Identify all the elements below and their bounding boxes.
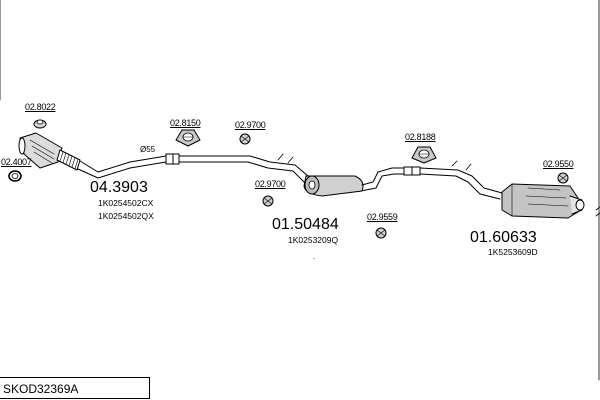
diameter-label: Ø55 bbox=[140, 145, 156, 154]
rubber-mount-icon bbox=[262, 195, 274, 207]
part-number-02-9700-lower: 02.9700 bbox=[255, 179, 286, 189]
rubber-mount-icon bbox=[557, 172, 569, 184]
rubber-hanger-icon bbox=[411, 146, 437, 164]
middle-silencer bbox=[303, 166, 413, 197]
catalog-id: SKOD32369A bbox=[0, 377, 150, 399]
clamp-ring-icon bbox=[33, 119, 47, 129]
oem-number: 1K0253209Q bbox=[288, 235, 339, 245]
group-code-front: 04.3903 bbox=[90, 179, 148, 196]
front-pipe bbox=[77, 153, 174, 179]
oem-number: 1K5253609D bbox=[488, 247, 538, 257]
group-code-rear: 01.60633 bbox=[470, 229, 537, 246]
gasket-ring-icon bbox=[8, 170, 22, 182]
oem-number: 1K0254502QX bbox=[98, 211, 154, 221]
group-code-middle: 01.50484 bbox=[272, 216, 339, 233]
part-number-02-9559: 02.9559 bbox=[367, 212, 398, 222]
oem-number: 1K0254502CX bbox=[98, 198, 154, 208]
flex-pipe bbox=[56, 149, 81, 171]
rear-pipe bbox=[411, 160, 503, 200]
middle-pipe bbox=[172, 153, 309, 183]
catalytic-converter bbox=[18, 132, 63, 169]
part-number-02-8150: 02.8150 bbox=[170, 118, 201, 128]
part-number-02-4007: 02.4007 bbox=[1, 157, 32, 167]
rear-silencer bbox=[501, 183, 600, 219]
rubber-mount-icon bbox=[375, 227, 387, 239]
part-number-02-9700-top: 02.9700 bbox=[235, 120, 266, 130]
part-number-02-9550: 02.9550 bbox=[543, 159, 574, 169]
dot-marker: . bbox=[313, 252, 316, 261]
rubber-mount-icon bbox=[239, 133, 251, 145]
part-number-02-8188: 02.8188 bbox=[405, 132, 436, 142]
part-number-02-8022: 02.8022 bbox=[25, 102, 56, 112]
rubber-hanger-icon bbox=[175, 129, 201, 147]
